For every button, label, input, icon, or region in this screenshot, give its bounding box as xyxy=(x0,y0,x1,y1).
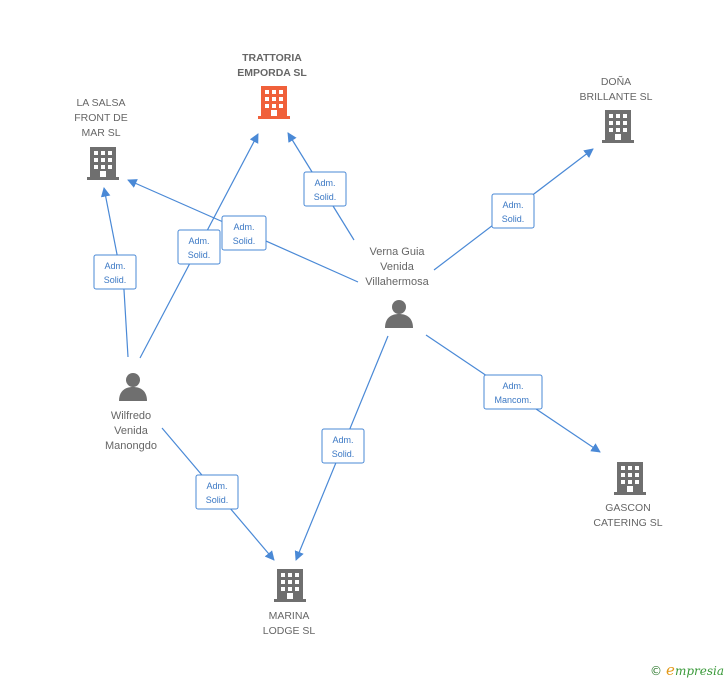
node-label-line: BRILLANTE SL xyxy=(580,91,653,103)
node-verna[interactable]: Verna Guia Venida Villahermosa xyxy=(365,246,430,328)
node-label-line: MAR SL xyxy=(81,127,120,139)
node-gascon[interactable]: GASCON CATERING SL xyxy=(593,462,663,529)
edge-label-line2: Solid. xyxy=(206,495,229,505)
edge-label-line2: Solid. xyxy=(104,275,127,285)
node-label-line: MARINA xyxy=(269,610,310,622)
building-icon xyxy=(602,110,634,143)
empresia-watermark: ©empresia xyxy=(650,661,724,679)
node-label-line: Wilfredo xyxy=(111,410,151,422)
node-label-line: GASCON xyxy=(605,502,651,514)
edge-label-line1: Adm. xyxy=(188,236,209,246)
node-label-line: Venida xyxy=(114,425,149,437)
edge-label-line1: Adm. xyxy=(233,222,254,232)
edge-label-line2: Solid. xyxy=(314,192,337,202)
copyright-symbol: © xyxy=(650,664,663,678)
edge-label-line2: Solid. xyxy=(188,250,211,260)
person-icon xyxy=(385,300,413,328)
edge-labels-layer: Adm. Solid. Adm. Solid. Adm. Solid. Adm.… xyxy=(93,171,543,510)
brand-name: mpresia xyxy=(674,664,724,678)
node-label-line: TRATTORIA xyxy=(242,52,302,64)
node-label-line: Venida xyxy=(380,261,415,273)
edge-label-line1: Adm. xyxy=(104,261,125,271)
node-label-line: Villahermosa xyxy=(365,276,429,288)
node-label-line: FRONT DE xyxy=(74,112,127,124)
edge-label-verna-marina[interactable]: Adm. Solid. xyxy=(321,428,365,464)
edge-label-line2: Solid. xyxy=(233,236,256,246)
node-dona[interactable]: DOÑA BRILLANTE SL xyxy=(580,75,653,143)
edge-label-verna-gascon[interactable]: Adm. Mancom. xyxy=(483,374,543,410)
edge-label-line2: Solid. xyxy=(502,214,525,224)
building-icon xyxy=(614,462,646,495)
edge-label-wilfredo-trattoria[interactable]: Adm. Solid. xyxy=(177,229,221,265)
node-label-line: CATERING SL xyxy=(593,517,662,529)
edge-label-line1: Adm. xyxy=(332,435,353,445)
building-icon xyxy=(87,147,119,180)
edge-label-line2: Solid. xyxy=(332,449,355,459)
edge-label-wilfredo-lasalsa[interactable]: Adm. Solid. xyxy=(93,254,137,290)
edge-label-line2: Mancom. xyxy=(494,395,531,405)
edge-label-verna-lasalsa[interactable]: Adm. Solid. xyxy=(221,215,267,251)
node-wilfredo[interactable]: Wilfredo Venida Manongdo xyxy=(105,373,157,452)
building-icon xyxy=(258,86,290,119)
node-label-line: Manongdo xyxy=(105,440,157,452)
edge-label-verna-dona[interactable]: Adm. Solid. xyxy=(491,193,535,229)
person-icon xyxy=(119,373,147,401)
node-trattoria[interactable]: TRATTORIA EMPORDA SL xyxy=(237,52,307,119)
edge-label-wilfredo-marina[interactable]: Adm. Solid. xyxy=(195,474,239,510)
node-marina[interactable]: MARINA LODGE SL xyxy=(263,569,316,637)
edge-label-line1: Adm. xyxy=(502,200,523,210)
node-lasalsa[interactable]: LA SALSA FRONT DE MAR SL xyxy=(74,97,128,180)
edge-label-line1: Adm. xyxy=(502,381,523,391)
edge-label-line1: Adm. xyxy=(206,481,227,491)
edge-label-verna-trattoria[interactable]: Adm. Solid. xyxy=(303,171,347,207)
brand-initial: e xyxy=(666,661,675,679)
edge-label-line1: Adm. xyxy=(314,178,335,188)
node-label-line: DOÑA xyxy=(601,75,631,88)
edge-wilfredo-lasalsa[interactable] xyxy=(100,187,129,358)
building-icon xyxy=(274,569,306,602)
node-label-line: EMPORDA SL xyxy=(237,67,307,79)
node-label-line: LA SALSA xyxy=(76,97,125,109)
node-label-line: Verna Guia xyxy=(369,246,425,258)
node-label-line: LODGE SL xyxy=(263,625,316,637)
